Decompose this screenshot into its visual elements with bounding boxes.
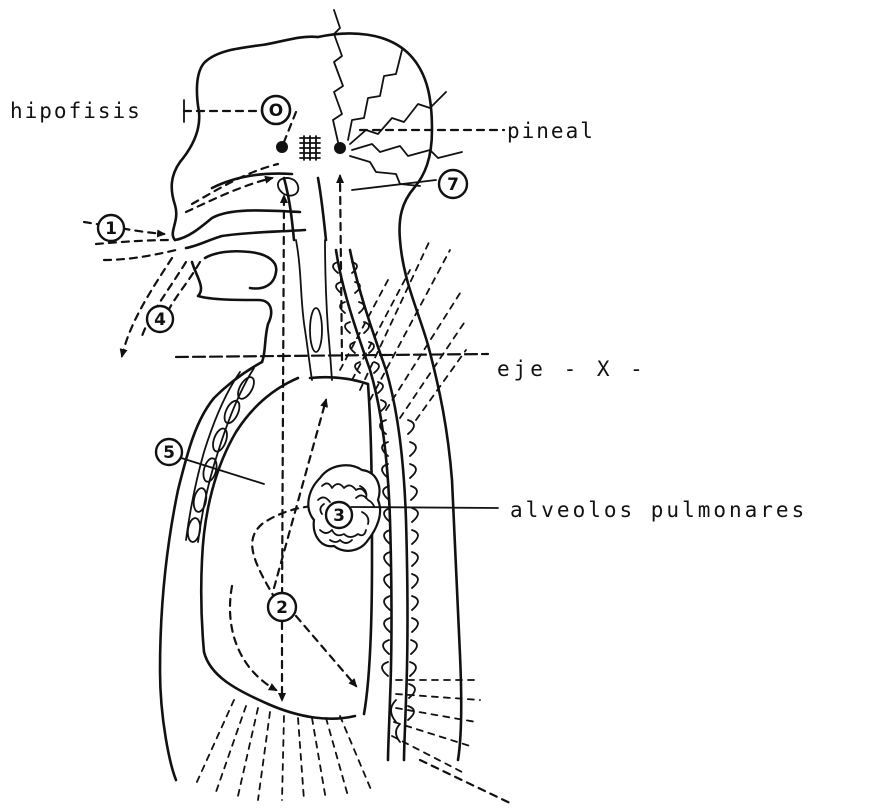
pineal-rays <box>333 10 462 186</box>
svg-text:2: 2 <box>276 598 288 618</box>
marker-7: 7 <box>439 170 467 198</box>
label-eje-x: eje - X - <box>497 357 647 381</box>
svg-text:4: 4 <box>154 310 166 330</box>
pineal-dot <box>334 142 346 154</box>
pituitary-dot <box>276 141 288 153</box>
label-pineal: pineal <box>507 119 595 143</box>
marker-2: 2 <box>268 593 296 621</box>
svg-text:7: 7 <box>447 175 459 195</box>
svg-text:5: 5 <box>163 443 175 463</box>
label-alveolos-pulmonares: alveolos pulmonares <box>510 498 807 522</box>
lower-radiation-lines <box>196 680 512 804</box>
svg-text:1: 1 <box>105 219 117 239</box>
brain-grid <box>300 136 320 160</box>
svg-text:O: O <box>269 101 283 121</box>
marker-0: O <box>262 96 290 124</box>
marker-3: 3 <box>326 502 352 528</box>
air-flow <box>84 164 278 356</box>
marker-1: 1 <box>98 215 124 241</box>
svg-text:3: 3 <box>333 506 345 526</box>
label-hipofisis: hipofisis <box>10 99 142 123</box>
marker-4: 4 <box>147 306 173 332</box>
marker-5: 5 <box>156 439 182 465</box>
